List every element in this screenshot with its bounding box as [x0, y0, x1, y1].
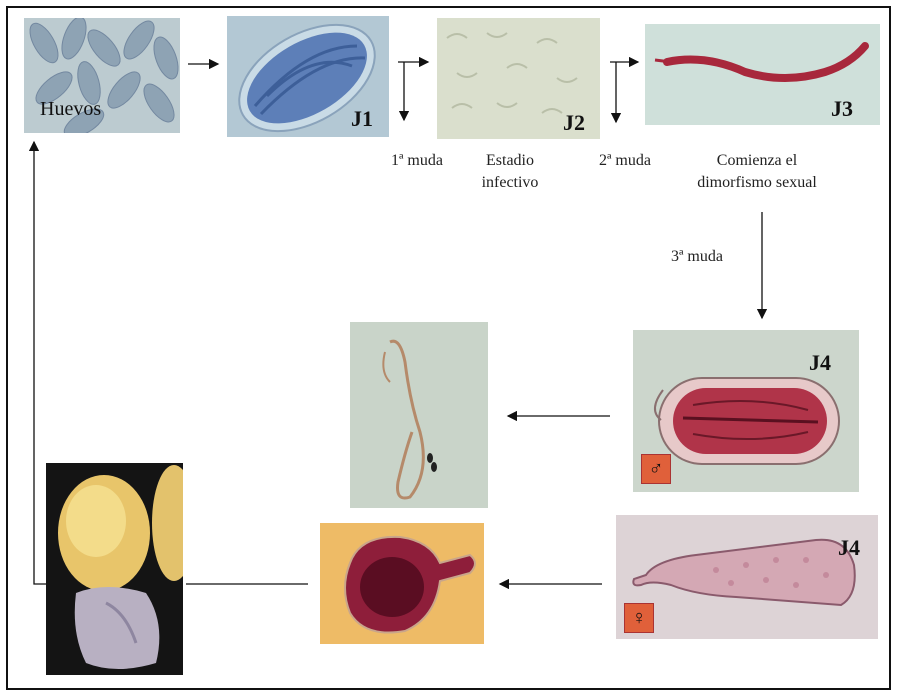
cycle-arrows — [0, 0, 899, 696]
